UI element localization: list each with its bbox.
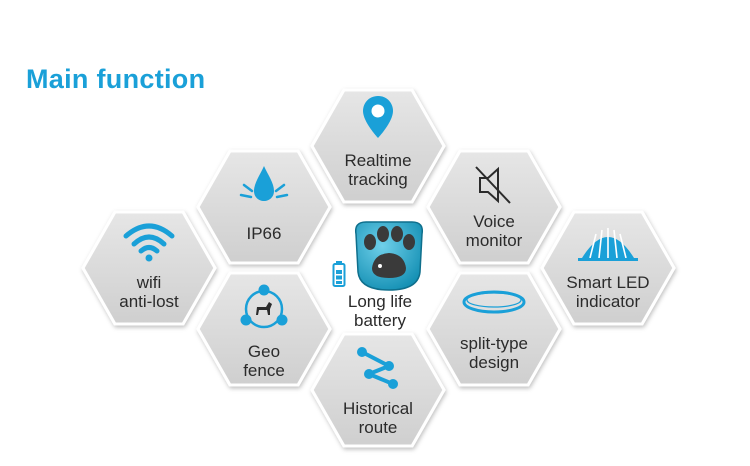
feature-label-line1: wifi (136, 273, 162, 292)
hex-tile (540, 210, 676, 326)
feature-label-line2: tracking (348, 170, 408, 189)
feature-label-line1: Voice (473, 212, 515, 231)
feature-label-line1: Long life (347, 292, 413, 311)
route-icon (311, 342, 445, 392)
feature-label-line1: Realtime (344, 151, 412, 170)
feature-label-line2: battery (354, 311, 406, 330)
paw-tracker-icon (350, 216, 428, 299)
speaker-muted-icon (427, 163, 561, 207)
hex-tile (310, 332, 446, 448)
feature-label-line1: Smart LED (566, 273, 650, 292)
page-title: Main function (26, 64, 206, 94)
led-light-icon (541, 224, 675, 262)
feature-label-line2: indicator (575, 292, 641, 311)
hex-tile (81, 210, 217, 326)
hex-tile (310, 88, 446, 204)
feature-label-line1: Geo (247, 342, 281, 361)
feature-label-line1: split-type (459, 334, 529, 353)
feature-label-line1: IP66 (246, 224, 282, 243)
location-pin-icon (311, 94, 445, 142)
ring-icon (427, 289, 561, 315)
feature-ip66: IP66 (196, 149, 332, 265)
hex-tile (426, 149, 562, 265)
feature-label-line2: route (358, 418, 398, 437)
hex-tile (196, 271, 332, 387)
water-drop-icon (197, 163, 331, 207)
hex-tile (426, 271, 562, 387)
feature-label-line2: design (468, 353, 520, 372)
feature-label-line2: fence (243, 361, 285, 380)
feature-label-line1: Historical (343, 399, 413, 418)
feature-label-line2: monitor (465, 231, 523, 250)
battery-icon (332, 260, 346, 293)
hex-tile (196, 149, 332, 265)
wifi-icon (82, 222, 216, 264)
dog-network-icon (197, 283, 331, 333)
feature-label-line2: anti-lost (119, 292, 179, 311)
